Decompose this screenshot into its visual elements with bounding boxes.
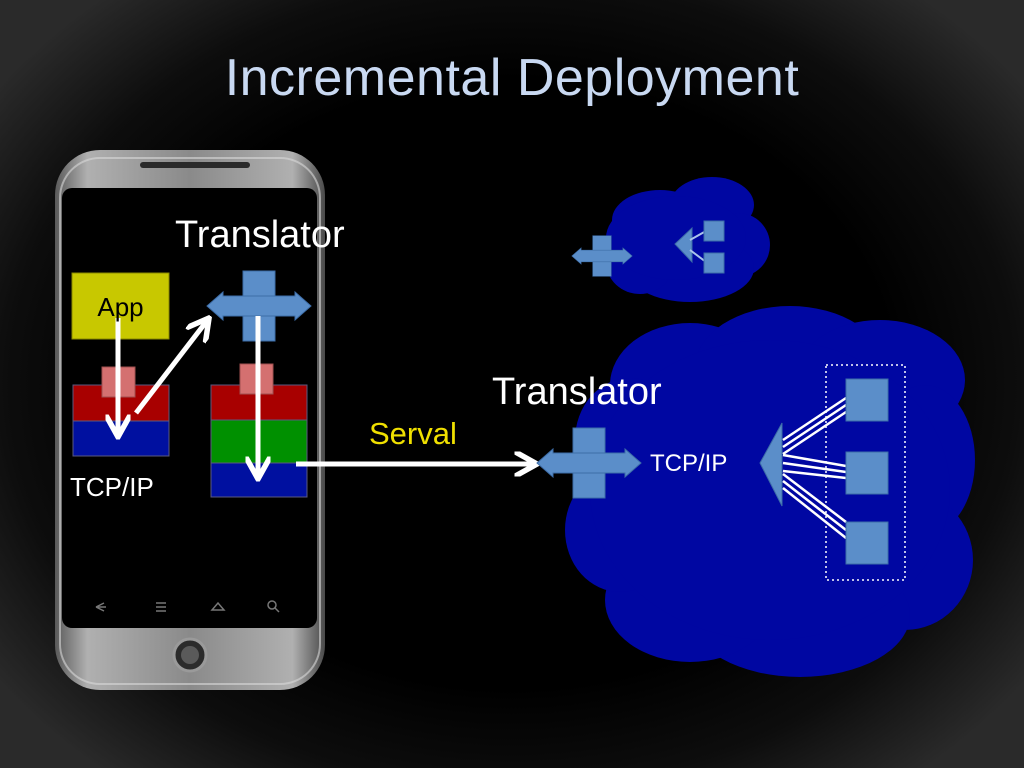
translator-label-phone: Translator — [175, 214, 345, 256]
tcpip-label-cloud: TCP/IP — [650, 450, 728, 477]
app-label: App — [97, 292, 144, 322]
slide-title: Incremental Deployment — [224, 49, 800, 107]
tcpip-label-phone: TCP/IP — [70, 472, 154, 502]
serval-label: Serval — [369, 416, 457, 451]
small-cloud — [606, 177, 770, 302]
flow-arrows — [118, 316, 532, 474]
connection-lines — [782, 396, 847, 539]
small-load-balancer-icon — [674, 220, 725, 274]
server-icon — [845, 378, 889, 565]
server-group-outline — [825, 364, 906, 581]
large-cloud — [565, 306, 975, 677]
translator-label-cloud: Translator — [492, 371, 662, 413]
load-balancer-icon — [759, 422, 783, 507]
